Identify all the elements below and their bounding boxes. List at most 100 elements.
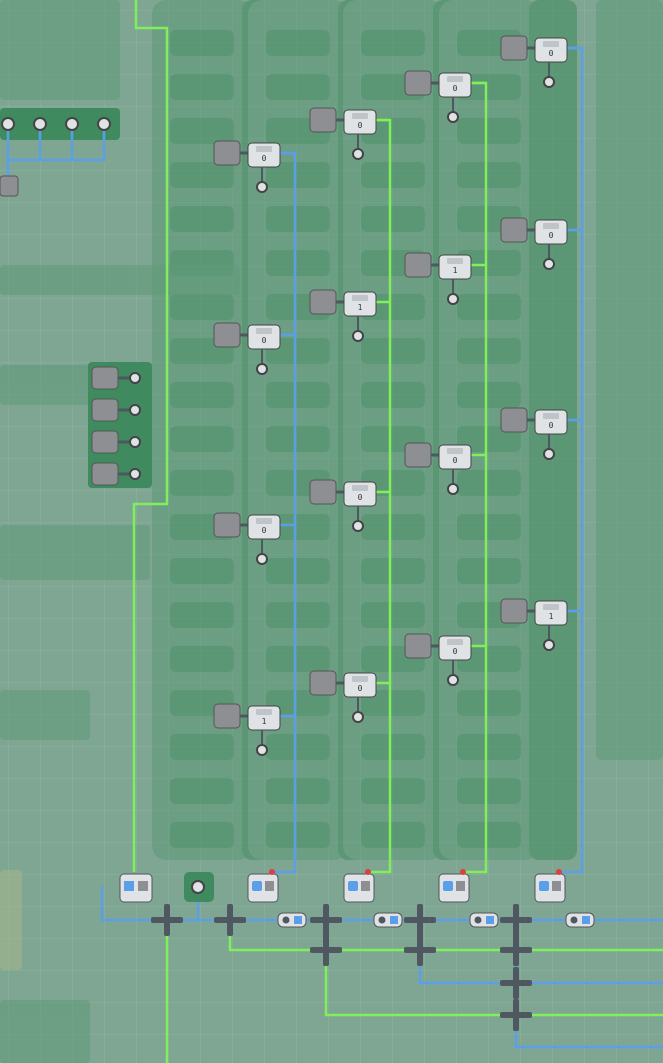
- logic-node[interactable]: 0: [213, 512, 281, 565]
- wire-coupler-icon[interactable]: [277, 912, 307, 928]
- logic-node[interactable]: 0: [500, 407, 568, 460]
- node-digit: 0: [453, 84, 458, 93]
- logic-node[interactable]: 0: [309, 479, 377, 532]
- connector-port-icon[interactable]: [256, 744, 268, 756]
- cable-junction-icon[interactable]: [500, 904, 532, 936]
- logic-node[interactable]: 1: [309, 289, 377, 342]
- cable-junction-icon[interactable]: [500, 934, 532, 966]
- collector-units: [247, 869, 566, 903]
- junction-arm: [513, 904, 519, 936]
- collector-unit[interactable]: [247, 869, 279, 903]
- ghost-building: [361, 294, 425, 320]
- left-socket-column: [88, 362, 152, 488]
- left-socket[interactable]: [91, 430, 141, 454]
- connector-port-icon[interactable]: [543, 448, 555, 460]
- coupler-plug: [282, 916, 290, 924]
- logic-node[interactable]: 0: [404, 442, 472, 495]
- logic-node[interactable]: 1: [213, 703, 281, 756]
- logic-node[interactable]: 0: [213, 322, 281, 375]
- collector-unit[interactable]: [534, 869, 566, 903]
- ghost-building: [266, 426, 330, 452]
- wrench-icon: [404, 442, 432, 468]
- connector-port-icon[interactable]: [129, 468, 141, 480]
- collector-unit[interactable]: [343, 869, 375, 903]
- ghost-building: [361, 690, 425, 716]
- collector-unit[interactable]: [438, 869, 470, 903]
- ghost-building: [266, 822, 330, 848]
- wrench-icon: [91, 462, 119, 486]
- wire-coupler-icon[interactable]: [469, 912, 499, 928]
- node-digit: 0: [549, 49, 554, 58]
- node-digit: 0: [262, 154, 267, 163]
- logic-node[interactable]: 0: [500, 217, 568, 270]
- wrench-icon: [404, 70, 432, 96]
- wrench-icon: [213, 703, 241, 729]
- connector-port-icon[interactable]: [129, 436, 141, 448]
- connector-port-icon[interactable]: [352, 711, 364, 723]
- ghost-building: [170, 646, 234, 672]
- wrench-icon: [213, 512, 241, 538]
- left-socket[interactable]: [91, 398, 141, 422]
- connector-port-icon[interactable]: [352, 148, 364, 160]
- coupler-plug: [486, 916, 494, 924]
- connector-port-icon[interactable]: [256, 553, 268, 565]
- connector-port-icon[interactable]: [129, 404, 141, 416]
- logic-node[interactable]: 1: [500, 598, 568, 651]
- logic-node[interactable]: 0: [404, 633, 472, 686]
- connector-port-icon[interactable]: [129, 372, 141, 384]
- logic-node[interactable]: 0: [404, 70, 472, 123]
- ghost-building: [457, 470, 521, 496]
- top-left-port-row: [0, 108, 120, 197]
- wire-coupler-icon[interactable]: [373, 912, 403, 928]
- ghost-building: [170, 206, 234, 232]
- connector-port-icon[interactable]: [447, 293, 459, 305]
- cable-junction-icon[interactable]: [151, 904, 183, 936]
- left-socket[interactable]: [91, 462, 141, 486]
- ghost-building: [170, 426, 234, 452]
- connector-port-icon[interactable]: [543, 76, 555, 88]
- chip-display: [543, 223, 559, 229]
- ghost-building: [266, 30, 330, 56]
- ghost-building: [170, 778, 234, 804]
- logic-node[interactable]: 0: [309, 107, 377, 160]
- cable-junction-icon[interactable]: [310, 904, 342, 936]
- junction-arm: [513, 934, 519, 966]
- cable-junction-icon[interactable]: [310, 934, 342, 966]
- connector-port-icon[interactable]: [352, 330, 364, 342]
- cable-junction-icon[interactable]: [500, 999, 532, 1031]
- logic-node[interactable]: 0: [309, 670, 377, 723]
- connector-port-icon[interactable]: [543, 639, 555, 651]
- connector-port-icon[interactable]: [352, 520, 364, 532]
- ghost-building: [361, 602, 425, 628]
- junction-arm: [227, 904, 233, 936]
- logic-node[interactable]: 0: [213, 140, 281, 193]
- selector-unit[interactable]: [119, 873, 153, 903]
- left-socket[interactable]: [91, 366, 141, 390]
- wrench-icon: [404, 633, 432, 659]
- ghost-building: [266, 778, 330, 804]
- connector-port-icon[interactable]: [447, 674, 459, 686]
- coupler-plug: [390, 916, 398, 924]
- cable-junction-icon[interactable]: [404, 934, 436, 966]
- ghost-building: [361, 382, 425, 408]
- wrench-icon: [213, 140, 241, 166]
- status-light: [269, 869, 275, 875]
- logic-node[interactable]: 1: [404, 252, 472, 305]
- node-digit: 0: [549, 231, 554, 240]
- wire-coupler-icon[interactable]: [565, 912, 595, 928]
- connector-port-icon[interactable]: [447, 111, 459, 123]
- connector-port-icon[interactable]: [256, 363, 268, 375]
- cable-junction-icon[interactable]: [214, 904, 246, 936]
- collector-port: [252, 881, 262, 891]
- connector-port-icon[interactable]: [543, 258, 555, 270]
- wrench-icon: [309, 107, 337, 133]
- standalone-port[interactable]: [184, 872, 214, 902]
- connector-port-icon[interactable]: [256, 181, 268, 193]
- connector-port-icon[interactable]: [447, 483, 459, 495]
- ghost-building: [266, 74, 330, 100]
- cable-junction-icon[interactable]: [404, 904, 436, 936]
- logic-node[interactable]: 0: [500, 35, 568, 88]
- cable-junction-icon[interactable]: [500, 967, 532, 999]
